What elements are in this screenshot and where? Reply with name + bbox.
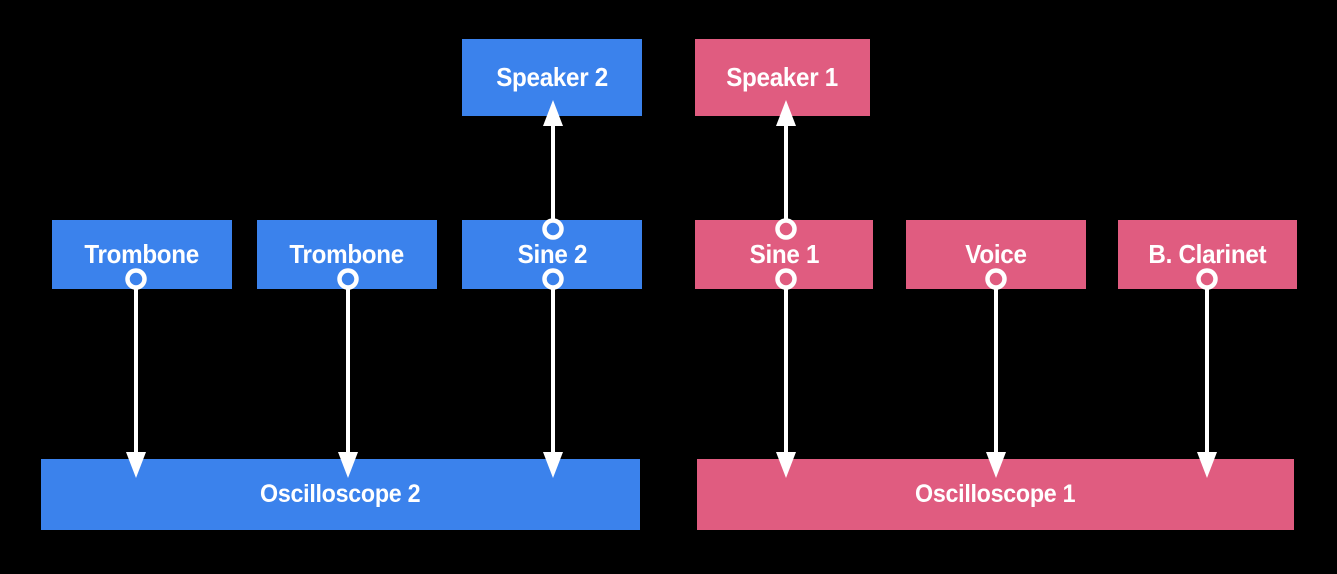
node-b-clarinet[interactable]: B. Clarinet (1118, 220, 1297, 289)
wire-voice-to-oscilloscope-1[interactable] (985, 268, 1007, 479)
wire-trombone-b-to-oscilloscope-2[interactable] (337, 268, 359, 479)
node-trombone-a[interactable]: Trombone (52, 220, 232, 289)
wire-b-clarinet-to-oscilloscope-1[interactable] (1196, 268, 1218, 479)
node-oscilloscope-2[interactable]: Oscilloscope 2 (41, 459, 640, 530)
node-speaker-2[interactable]: Speaker 2 (462, 39, 642, 116)
node-label: Oscilloscope 2 (260, 480, 421, 508)
node-label: Oscilloscope 1 (915, 480, 1076, 508)
wire-sine-1-to-oscilloscope-1[interactable] (775, 268, 797, 479)
node-label: Sine 1 (749, 239, 819, 269)
node-label: Speaker 1 (726, 62, 839, 92)
node-sine-1[interactable]: Sine 1 (695, 220, 873, 289)
node-label: B. Clarinet (1148, 239, 1267, 269)
wire-sine-2-to-oscilloscope-2[interactable] (542, 268, 564, 479)
wire-sine-1-to-speaker-1[interactable] (775, 100, 797, 240)
node-label: Sine 2 (517, 239, 587, 269)
node-label: Trombone (84, 239, 200, 269)
node-trombone-b[interactable]: Trombone (257, 220, 437, 289)
node-voice[interactable]: Voice (906, 220, 1086, 289)
node-oscilloscope-1[interactable]: Oscilloscope 1 (697, 459, 1294, 530)
node-label: Trombone (289, 239, 405, 269)
node-label: Voice (965, 239, 1027, 269)
wire-trombone-a-to-oscilloscope-2[interactable] (125, 268, 147, 479)
node-sine-2[interactable]: Sine 2 (462, 220, 642, 289)
node-speaker-1[interactable]: Speaker 1 (695, 39, 870, 116)
wire-sine-2-to-speaker-2[interactable] (542, 100, 564, 240)
node-label: Speaker 2 (496, 62, 608, 92)
